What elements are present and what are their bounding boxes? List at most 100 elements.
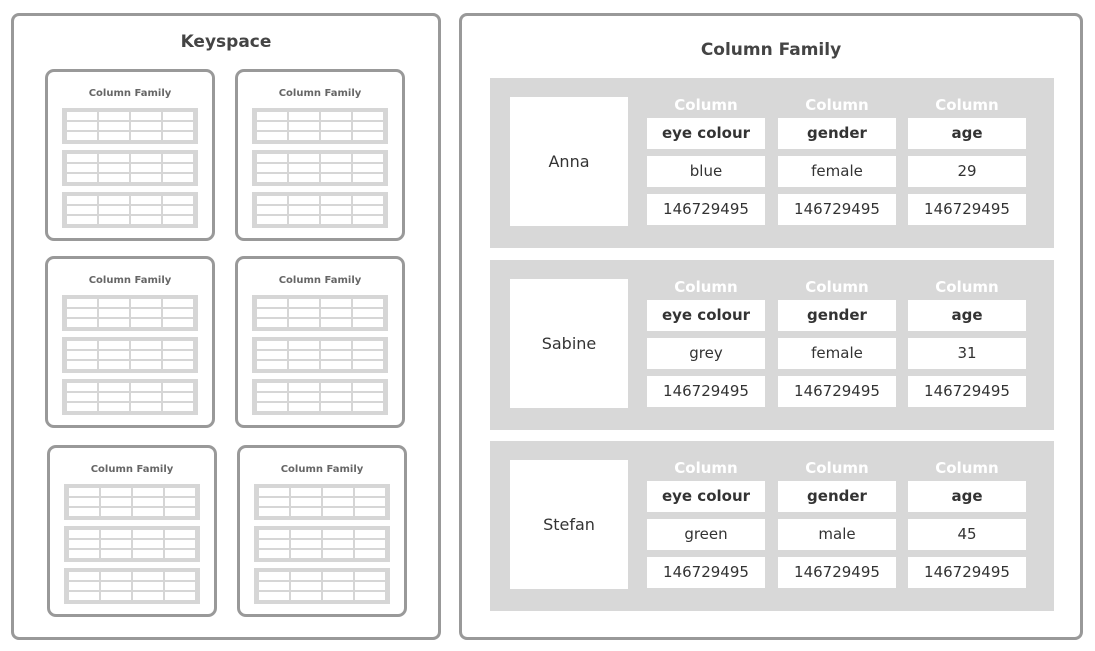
mini-cell — [259, 540, 289, 548]
mini-cell — [323, 572, 353, 580]
mini-cell — [353, 164, 383, 172]
mini-cell — [259, 550, 289, 558]
mini-cell — [355, 498, 385, 506]
mini-cell — [67, 132, 97, 140]
mini-cell — [259, 592, 289, 600]
mini-column-family: Column Family — [237, 445, 407, 617]
mini-cell — [259, 498, 289, 506]
mini-cell — [163, 403, 193, 411]
mini-cell — [163, 154, 193, 162]
column-timestamp: 146729495 — [647, 557, 765, 588]
mini-cell — [67, 164, 97, 172]
mini-cell — [289, 319, 319, 327]
mini-cell — [355, 530, 385, 538]
column: Column eye colour green 146729495 — [647, 455, 765, 595]
mini-cell — [99, 216, 129, 224]
column: Column age 45 146729495 — [908, 455, 1026, 595]
mini-cell — [133, 582, 163, 590]
column-name: age — [908, 481, 1026, 512]
mini-cell — [165, 592, 195, 600]
mini-cell — [259, 572, 289, 580]
mini-row — [254, 568, 390, 604]
mini-cell — [355, 488, 385, 496]
mini-cell — [131, 174, 161, 182]
mini-cell — [99, 403, 129, 411]
mini-cell — [69, 592, 99, 600]
mini-column-family-title: Column Family — [280, 464, 364, 475]
mini-cell — [353, 403, 383, 411]
mini-cell — [131, 393, 161, 401]
mini-row — [254, 484, 390, 520]
mini-cell — [289, 154, 319, 162]
mini-cell — [69, 488, 99, 496]
mini-cell — [131, 216, 161, 224]
mini-cell — [67, 112, 97, 120]
mini-cell — [323, 488, 353, 496]
column-value: female — [778, 156, 896, 187]
column-name: gender — [778, 300, 896, 331]
mini-cell — [67, 216, 97, 224]
column-value: male — [778, 519, 896, 550]
mini-cell — [99, 112, 129, 120]
mini-cell — [353, 351, 383, 359]
row-key: Stefan — [510, 460, 628, 589]
column-timestamp: 146729495 — [778, 557, 896, 588]
mini-cell — [131, 351, 161, 359]
mini-cell — [353, 154, 383, 162]
mini-cell — [133, 572, 163, 580]
mini-cell — [321, 112, 351, 120]
mini-cell — [131, 361, 161, 369]
mini-cell — [257, 174, 287, 182]
mini-cell — [321, 319, 351, 327]
mini-cell — [321, 299, 351, 307]
column-label: Column — [805, 278, 869, 296]
column-label: Column — [935, 278, 999, 296]
mini-cell — [131, 132, 161, 140]
column-name: age — [908, 300, 1026, 331]
mini-cell — [321, 309, 351, 317]
mini-row — [254, 526, 390, 562]
mini-cell — [323, 592, 353, 600]
column: Column eye colour grey 146729495 — [647, 274, 765, 414]
mini-cell — [69, 530, 99, 538]
mini-cell — [289, 174, 319, 182]
column-timestamp: 146729495 — [908, 376, 1026, 407]
mini-cell — [163, 216, 193, 224]
mini-cell — [259, 508, 289, 516]
mini-cell — [101, 582, 131, 590]
column-family-row: Sabine Column eye colour grey 146729495 … — [490, 260, 1054, 430]
mini-cell — [257, 351, 287, 359]
mini-row — [64, 484, 200, 520]
column-family-row: Stefan Column eye colour green 146729495… — [490, 441, 1054, 611]
mini-column-family-title: Column Family — [88, 275, 172, 286]
mini-cell — [291, 592, 321, 600]
mini-cell — [163, 164, 193, 172]
column-label: Column — [935, 459, 999, 477]
mini-cell — [67, 154, 97, 162]
mini-cell — [133, 592, 163, 600]
mini-row — [62, 379, 198, 415]
mini-cell — [355, 592, 385, 600]
mini-cell — [67, 341, 97, 349]
mini-cell — [101, 498, 131, 506]
mini-cell — [165, 498, 195, 506]
column: Column gender female 146729495 — [778, 274, 896, 414]
mini-cell — [353, 341, 383, 349]
mini-cell — [323, 540, 353, 548]
mini-cell — [67, 361, 97, 369]
mini-cell — [67, 383, 97, 391]
mini-cell — [257, 383, 287, 391]
column-family-title: Column Family — [700, 40, 842, 60]
mini-cell — [321, 403, 351, 411]
mini-cell — [257, 216, 287, 224]
column-value: 45 — [908, 519, 1026, 550]
mini-cell — [289, 299, 319, 307]
mini-cell — [321, 341, 351, 349]
mini-row — [252, 150, 388, 186]
mini-cell — [257, 196, 287, 204]
mini-cell — [321, 393, 351, 401]
mini-cell — [321, 351, 351, 359]
mini-cell — [67, 206, 97, 214]
mini-cell — [67, 319, 97, 327]
column-name: eye colour — [647, 481, 765, 512]
